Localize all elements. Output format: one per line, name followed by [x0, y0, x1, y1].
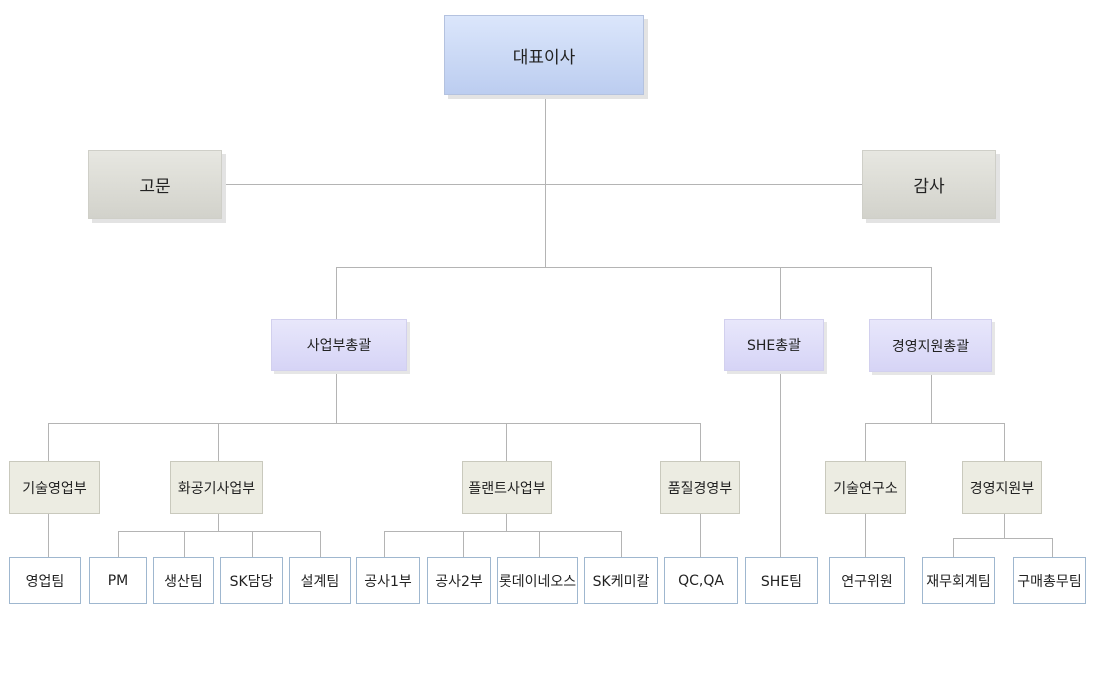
research-dept-box: 기술연구소	[825, 461, 906, 514]
team-purchasing-box: 구매총무팀	[1013, 557, 1086, 604]
team-pm-box: PM	[89, 557, 147, 604]
team-construction1-box: 공사1부	[356, 557, 420, 604]
team-production-box: 생산팀	[153, 557, 214, 604]
team-she-box: SHE팀	[745, 557, 818, 604]
advisor-box: 고문	[88, 150, 222, 219]
team-design-box: 설계팀	[289, 557, 351, 604]
business-division-box: 사업부총괄	[271, 319, 407, 371]
team-sk-dangdang-box: SK담당	[220, 557, 283, 604]
quality-dept-box: 품질경영부	[660, 461, 740, 514]
team-sales-box: 영업팀	[9, 557, 81, 604]
management-division-box: 경영지원총괄	[869, 319, 992, 372]
team-lotte-box: 롯데이네오스	[497, 557, 578, 604]
hwagong-dept-box: 화공기사업부	[170, 461, 263, 514]
mgmt-support-dept-box: 경영지원부	[962, 461, 1042, 514]
auditor-box: 감사	[862, 150, 996, 219]
tech-sales-dept-box: 기술영업부	[9, 461, 100, 514]
team-researcher-box: 연구위원	[829, 557, 905, 604]
team-finance-box: 재무회계팀	[922, 557, 995, 604]
she-division-box: SHE총괄	[724, 319, 824, 371]
team-sk-chemical-box: SK케미칼	[584, 557, 658, 604]
team-qcqa-box: QC,QA	[664, 557, 738, 604]
ceo-box: 대표이사	[444, 15, 644, 95]
team-construction2-box: 공사2부	[427, 557, 491, 604]
plant-dept-box: 플랜트사업부	[462, 461, 552, 514]
